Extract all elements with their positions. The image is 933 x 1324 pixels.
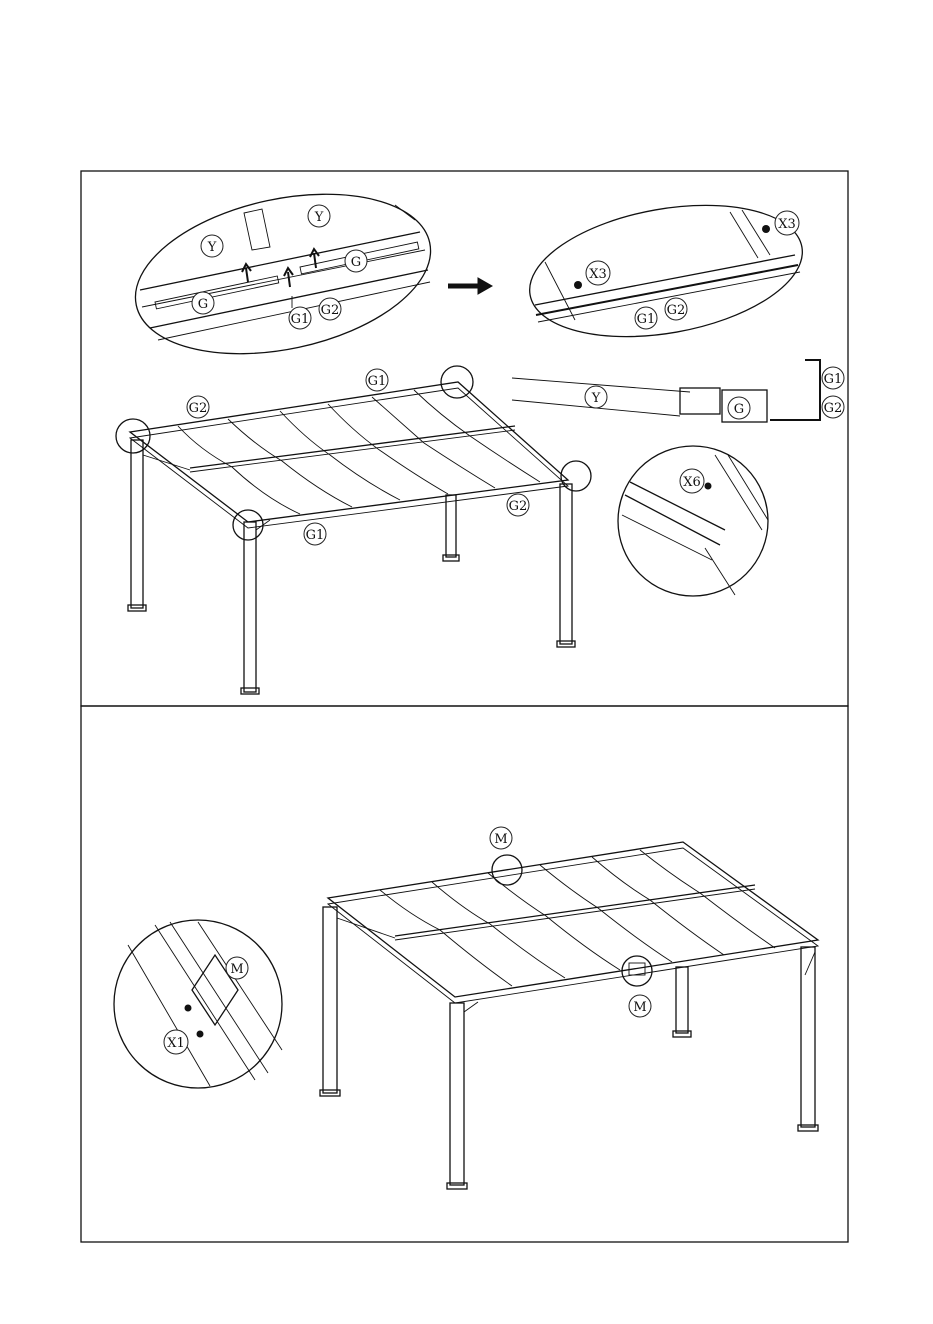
svg-text:G: G xyxy=(734,402,744,417)
label-g1: G1 xyxy=(304,523,326,545)
callout-detail xyxy=(121,169,446,378)
label-y: Y xyxy=(308,205,330,227)
label-m: M xyxy=(226,957,248,979)
label-g2: G2 xyxy=(507,494,529,516)
svg-text:G2: G2 xyxy=(824,401,843,416)
label-g1: G1 xyxy=(366,369,388,391)
svg-text:X3: X3 xyxy=(589,267,607,282)
svg-text:X3: X3 xyxy=(778,217,796,232)
rafter-end xyxy=(244,209,270,250)
gazebo-main-2 xyxy=(320,842,818,1189)
svg-text:X1: X1 xyxy=(167,1036,185,1051)
callout-result xyxy=(519,186,812,356)
svg-text:Y: Y xyxy=(591,391,601,406)
screw-icon xyxy=(574,281,582,289)
svg-text:G1: G1 xyxy=(824,372,843,387)
label-g2: G2 xyxy=(665,298,687,320)
svg-text:Y: Y xyxy=(207,240,217,255)
label-y: Y xyxy=(201,235,223,257)
svg-text:G1: G1 xyxy=(368,374,387,389)
label-m: M xyxy=(490,827,512,849)
label-x6: X6 xyxy=(680,469,704,493)
label-m: M xyxy=(629,995,651,1017)
svg-text:X6: X6 xyxy=(683,475,701,490)
svg-text:G: G xyxy=(198,297,208,312)
svg-text:G2: G2 xyxy=(189,401,208,416)
label-g2: G2 xyxy=(822,396,844,418)
panel2-detail xyxy=(114,920,282,1088)
label-g1: G1 xyxy=(822,367,844,389)
svg-text:G1: G1 xyxy=(306,528,325,543)
label-g1: G1 xyxy=(635,307,657,329)
label-g: G xyxy=(192,292,214,314)
slot-left xyxy=(155,276,279,309)
arrow-up-2 xyxy=(284,268,293,287)
label-g1: G1 xyxy=(289,307,311,329)
svg-text:M: M xyxy=(633,1000,646,1015)
svg-text:M: M xyxy=(230,962,243,977)
screw-icon xyxy=(762,225,770,233)
label-x1: X1 xyxy=(164,1030,188,1054)
svg-text:Y: Y xyxy=(314,210,324,225)
label-g: G xyxy=(728,397,750,419)
svg-text:G2: G2 xyxy=(667,303,686,318)
label-g: G xyxy=(345,250,367,272)
svg-text:G1: G1 xyxy=(637,312,656,327)
svg-text:G2: G2 xyxy=(321,303,340,318)
svg-text:G2: G2 xyxy=(509,499,528,514)
panel-1-frame xyxy=(81,171,848,706)
arrow-up-3 xyxy=(310,249,319,268)
label-x3: X3 xyxy=(586,261,610,285)
corner-detail xyxy=(618,446,768,596)
svg-text:G: G xyxy=(351,255,361,270)
profile-drawing xyxy=(512,360,820,422)
label-g2: G2 xyxy=(187,396,209,418)
label-y: Y xyxy=(585,386,607,408)
svg-text:G1: G1 xyxy=(291,312,310,327)
arrow-right-icon xyxy=(448,278,492,294)
svg-text:M: M xyxy=(494,832,507,847)
label-g2: G2 xyxy=(319,298,341,320)
gazebo-roof-top xyxy=(116,366,591,694)
label-x3: X3 xyxy=(775,211,799,235)
